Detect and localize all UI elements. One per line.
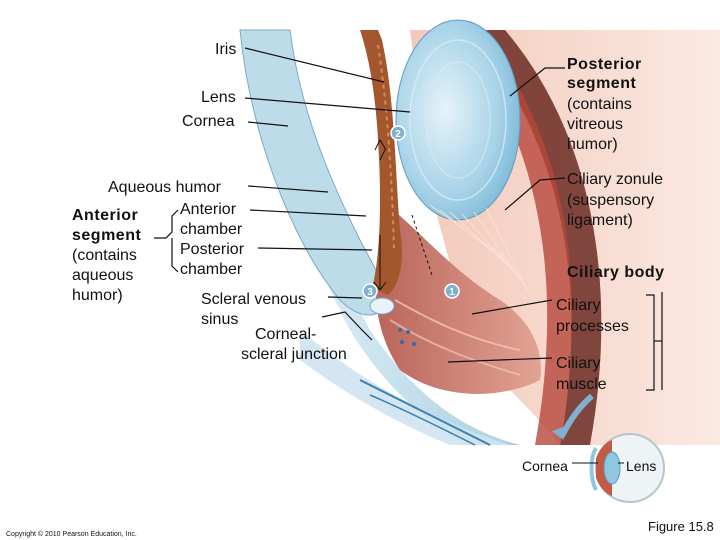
label-ciliary-processes-1: Ciliary xyxy=(556,297,601,314)
label-posterior-chamber-2: chamber xyxy=(180,261,243,278)
label-corneal-scleral-junction-2: scleral junction xyxy=(241,346,347,363)
iris-shape xyxy=(360,30,402,295)
ciliary-zonule-fibers xyxy=(429,204,529,293)
label-anterior-chamber-2: chamber xyxy=(180,221,243,238)
lens-shape xyxy=(395,19,521,221)
label-ciliary-muscle-1: Ciliary xyxy=(556,355,601,372)
label-posterior-segment-4: vitreous xyxy=(567,116,624,133)
label-ciliary-body: Ciliary body xyxy=(567,264,665,281)
scleral-venous-sinus-shape xyxy=(369,297,395,315)
label-anterior-segment-3: (contains xyxy=(72,247,137,264)
scleral-venous-sinus-marks xyxy=(398,328,416,346)
label-posterior-segment-5: humor) xyxy=(567,136,618,153)
label-ciliary-muscle-2: muscle xyxy=(556,376,607,393)
label-posterior-chamber-1: Posterior xyxy=(180,241,245,258)
label-posterior-segment-3: (contains xyxy=(567,96,632,113)
label-scleral-venous-sinus-1: Scleral venous xyxy=(201,291,306,308)
label-aqueous-humor: Aqueous humor xyxy=(108,179,221,196)
step-marker-1: 1 xyxy=(444,283,460,299)
label-ciliary-processes-2: processes xyxy=(556,318,629,335)
step-marker-number: 2 xyxy=(395,129,401,140)
label-posterior-segment-1: Posterior xyxy=(567,56,642,73)
label-iris: Iris xyxy=(215,41,237,58)
inset-label-lens: Lens xyxy=(626,458,657,474)
label-ciliary-zonule-3: ligament) xyxy=(567,212,633,229)
figure-label: Figure 15.8 xyxy=(648,519,714,534)
label-lens: Lens xyxy=(201,89,236,106)
label-corneal-scleral-junction-1: Corneal- xyxy=(255,326,317,343)
inset-label-cornea: Cornea xyxy=(522,458,568,474)
label-posterior-segment-2: segment xyxy=(567,75,637,92)
label-anterior-segment-5: humor) xyxy=(72,287,123,304)
inset-eye-diagram xyxy=(551,393,665,503)
step-marker-3: 3 xyxy=(362,283,378,299)
label-anterior-segment-1: Anterior xyxy=(72,207,139,224)
label-ciliary-zonule-1: Ciliary zonule xyxy=(567,171,664,188)
step-marker-2: 2 xyxy=(390,125,406,141)
step-marker-number: 1 xyxy=(449,287,455,298)
label-anterior-segment-4: aqueous xyxy=(72,267,134,284)
label-anterior-chamber-1: Anterior xyxy=(180,201,237,218)
copyright-notice: Copyright © 2010 Pearson Education, Inc. xyxy=(6,531,137,538)
aqueous-flow-arrows xyxy=(373,138,433,291)
leader-lines xyxy=(154,47,663,391)
label-scleral-venous-sinus-2: sinus xyxy=(201,311,239,328)
label-cornea: Cornea xyxy=(182,113,235,130)
label-anterior-segment-2: segment xyxy=(72,227,142,244)
step-marker-number: 3 xyxy=(367,287,373,298)
label-ciliary-zonule-2: (suspensory xyxy=(567,192,655,209)
